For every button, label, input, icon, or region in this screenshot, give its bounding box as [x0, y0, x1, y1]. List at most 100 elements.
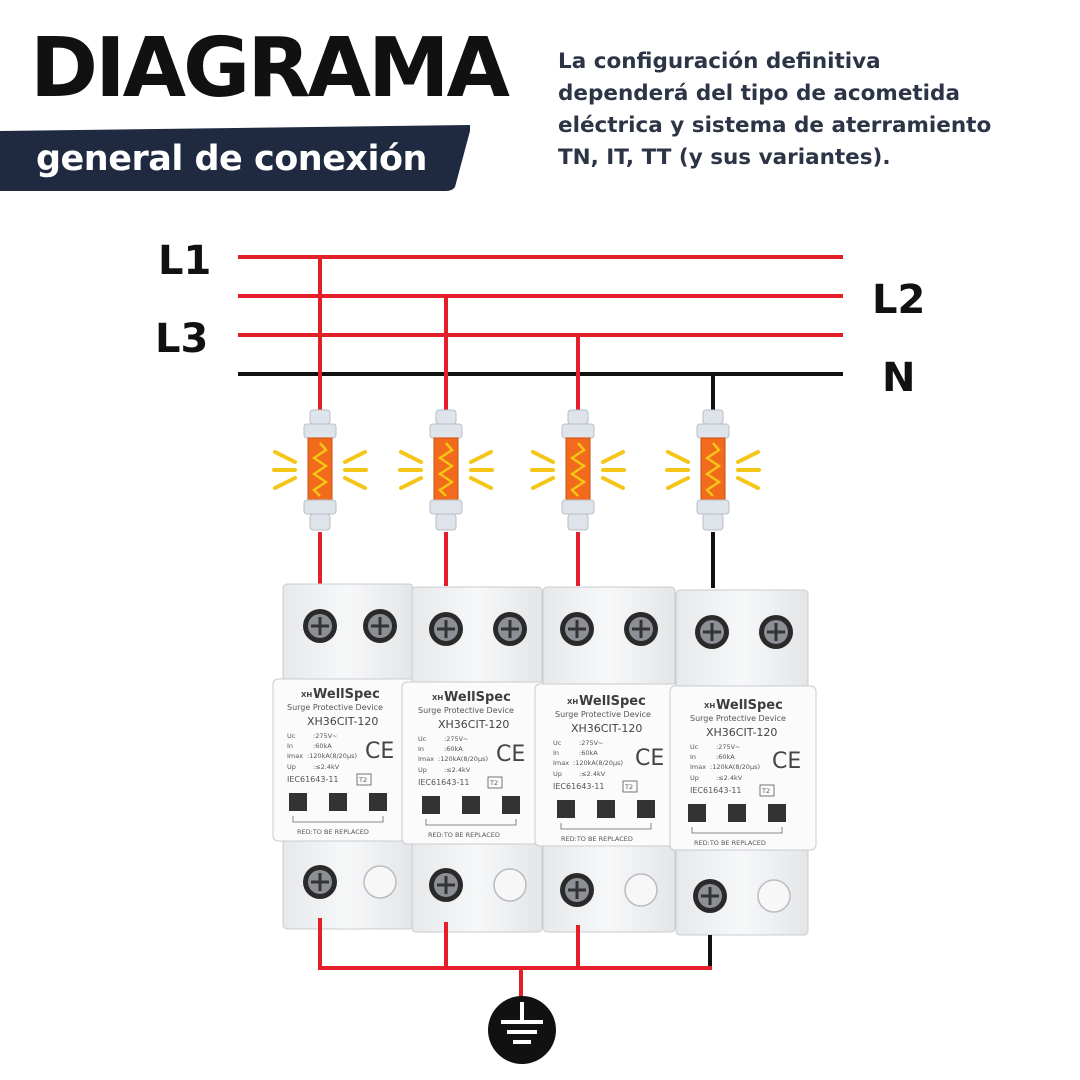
screw-icon [624, 612, 658, 646]
device-class: T2 [761, 787, 770, 795]
screw-icon [429, 612, 463, 646]
brand-name: WellSpec [716, 698, 783, 713]
indicator-note: RED:TO BE REPLACED [297, 828, 369, 836]
ground-icon [488, 996, 556, 1064]
spec-label: Uc [690, 743, 699, 751]
screw-icon [560, 873, 594, 907]
brand-name: WellSpec [313, 687, 380, 702]
spd-module-2: XH WellSpec Surge Protective Device XH36… [401, 586, 553, 933]
device-standard: IEC61643-11 [690, 786, 742, 795]
spec-label: Imax [418, 755, 434, 763]
spec-label: Imax [553, 759, 569, 767]
spec-value: :120kA(8/20μs) [710, 763, 760, 771]
fuse-icon [530, 409, 626, 531]
spec-label: Imax [690, 763, 706, 771]
spec-value: :≤2.4kV [313, 763, 340, 771]
screw-icon [303, 609, 337, 643]
ce-mark: CE [772, 749, 801, 774]
page-subtitle: general de conexión [36, 139, 427, 179]
ground-wires [318, 918, 712, 1000]
device-standard: IEC61643-11 [287, 775, 339, 784]
brand-prefix: XH [432, 694, 443, 702]
spec-value: :60kA [444, 745, 463, 753]
spec-label: Uc [287, 732, 296, 740]
device-type: Surge Protective Device [555, 710, 651, 719]
indicator-note: RED:TO BE REPLACED [694, 839, 766, 847]
spd-module-1: XH WellSpec Surge Protective Device XH36… [272, 583, 424, 930]
screw-icon [363, 609, 397, 643]
subtitle-banner [0, 125, 470, 191]
device-type: Surge Protective Device [287, 703, 383, 712]
screw-icon [303, 865, 337, 899]
spec-label: Imax [287, 752, 303, 760]
spd-module-4: XH WellSpec Surge Protective Device XH36… [669, 589, 817, 936]
note-line: TN, IT, TT (y sus variantes). [558, 145, 891, 170]
screw-icon [429, 868, 463, 902]
ce-mark: CE [365, 739, 394, 764]
brand-prefix: XH [567, 698, 578, 706]
spec-label: In [690, 753, 696, 761]
device-model: XH36CIT-120 [307, 715, 378, 728]
spec-value: :≤2.4kV [444, 766, 471, 774]
fuse-icon [272, 409, 368, 531]
device-standard: IEC61643-11 [553, 782, 605, 791]
spec-value: :275V~ [716, 743, 741, 751]
brand-prefix: XH [704, 702, 715, 710]
ce-mark: CE [496, 742, 525, 767]
spec-value: :≤2.4kV [716, 774, 743, 782]
spec-value: :275V~ [579, 739, 604, 747]
screw-icon [759, 615, 793, 649]
spd-module-3: XH WellSpec Surge Protective Device XH36… [534, 586, 686, 933]
note-line: dependerá del tipo de acometida [558, 81, 960, 106]
device-standard: IEC61643-11 [418, 778, 470, 787]
note-line: La configuración definitiva [558, 49, 881, 74]
page-title: DIAGRAMA [30, 21, 510, 116]
note-line: eléctrica y sistema de aterramiento [558, 113, 992, 138]
line-label-l3: L3 [155, 316, 208, 362]
configuration-note: La configuración definitiva dependerá de… [558, 46, 1058, 174]
spec-label: Uc [553, 739, 562, 747]
spec-value: :120kA(8/20μs) [573, 759, 623, 767]
drop-wires [318, 257, 715, 588]
fuse-icon [398, 409, 494, 531]
spec-label: Uc [418, 735, 427, 743]
spec-value: :275V~ [444, 735, 469, 743]
spec-label: Up [553, 770, 562, 778]
fuse-icon [665, 409, 761, 531]
line-label-l1: L1 [158, 238, 211, 284]
indicator-note: RED:TO BE REPLACED [428, 831, 500, 839]
ce-mark: CE [635, 746, 664, 771]
screw-icon [693, 879, 727, 913]
screw-icon [560, 612, 594, 646]
spec-value: :120kA(8/20μs) [438, 755, 488, 763]
device-model: XH36CIT-120 [571, 722, 642, 735]
spec-value: :120kA(8/20μs) [307, 752, 357, 760]
spec-value: :60kA [579, 749, 598, 757]
device-class: T2 [358, 776, 367, 784]
device-class: T2 [624, 783, 633, 791]
spec-label: In [418, 745, 424, 753]
device-type: Surge Protective Device [418, 706, 514, 715]
spec-label: Up [418, 766, 427, 774]
indicator-note: RED:TO BE REPLACED [561, 835, 633, 843]
spec-value: :60kA [716, 753, 735, 761]
device-model: XH36CIT-120 [706, 726, 777, 739]
spec-label: In [553, 749, 559, 757]
spec-label: Up [690, 774, 699, 782]
spec-value: :≤2.4kV [579, 770, 606, 778]
spec-label: Up [287, 763, 296, 771]
screw-icon [493, 612, 527, 646]
device-class: T2 [489, 779, 498, 787]
spec-value: :275V~ [313, 732, 338, 740]
brand-prefix: XH [301, 691, 312, 699]
brand-name: WellSpec [579, 694, 646, 709]
screw-icon [695, 615, 729, 649]
line-label-n: N [882, 355, 915, 401]
spec-label: In [287, 742, 293, 750]
spec-value: :60kA [313, 742, 332, 750]
device-type: Surge Protective Device [690, 714, 786, 723]
brand-name: WellSpec [444, 690, 511, 705]
device-model: XH36CIT-120 [438, 718, 509, 731]
line-label-l2: L2 [872, 277, 925, 323]
